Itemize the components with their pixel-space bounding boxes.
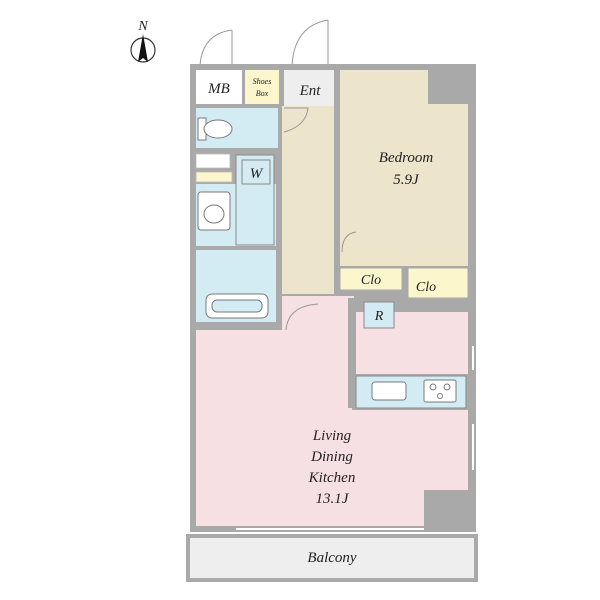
shoes-box [245, 70, 279, 104]
bedroom-name: Bedroom [379, 150, 434, 166]
shelf [195, 153, 231, 169]
bedroom-closet-left [339, 267, 403, 291]
closet-left-label: Clo [361, 273, 381, 288]
interior-doors [283, 107, 357, 331]
bedroom-closet-right [407, 267, 469, 299]
ldk-line3: Kitchen [308, 470, 356, 486]
bedroom-column [428, 64, 476, 104]
washroom-label: W [250, 166, 264, 182]
entrance [284, 70, 334, 106]
bathtub-icon [205, 293, 269, 319]
entrance-label: Ent [299, 83, 322, 99]
ldk [196, 296, 468, 526]
toilet-icon [197, 117, 233, 141]
ldk-line2: Dining [310, 449, 353, 465]
ldk-size: 13.1J [316, 491, 350, 507]
compass: N [130, 19, 156, 63]
mb-label: MB [207, 81, 230, 97]
shoes-box-label-line2: Box [256, 89, 269, 98]
towel-shelf [195, 171, 233, 183]
kitchen-sink-icon [371, 381, 407, 401]
shoes-box-label-line1: Shoes [253, 77, 272, 86]
hallway [282, 106, 334, 294]
meter-box [196, 70, 242, 104]
refrigerator-space [363, 301, 395, 329]
north-arrow-icon [138, 34, 148, 62]
balcony [186, 534, 478, 582]
balcony-label: Balcony [307, 550, 356, 566]
ldk-window [236, 346, 474, 530]
bedroom-size: 5.9J [393, 172, 420, 188]
kitchen-partition [348, 298, 356, 408]
ldk-line1: Living [312, 428, 352, 444]
sink-icon [197, 191, 231, 231]
closet-right-label: Clo [416, 280, 436, 295]
entry-door-arcs [199, 19, 329, 67]
washer-mark [241, 159, 271, 185]
stove-icon [423, 379, 457, 403]
north-label: N [137, 19, 148, 34]
refrigerator-label: R [374, 309, 384, 324]
